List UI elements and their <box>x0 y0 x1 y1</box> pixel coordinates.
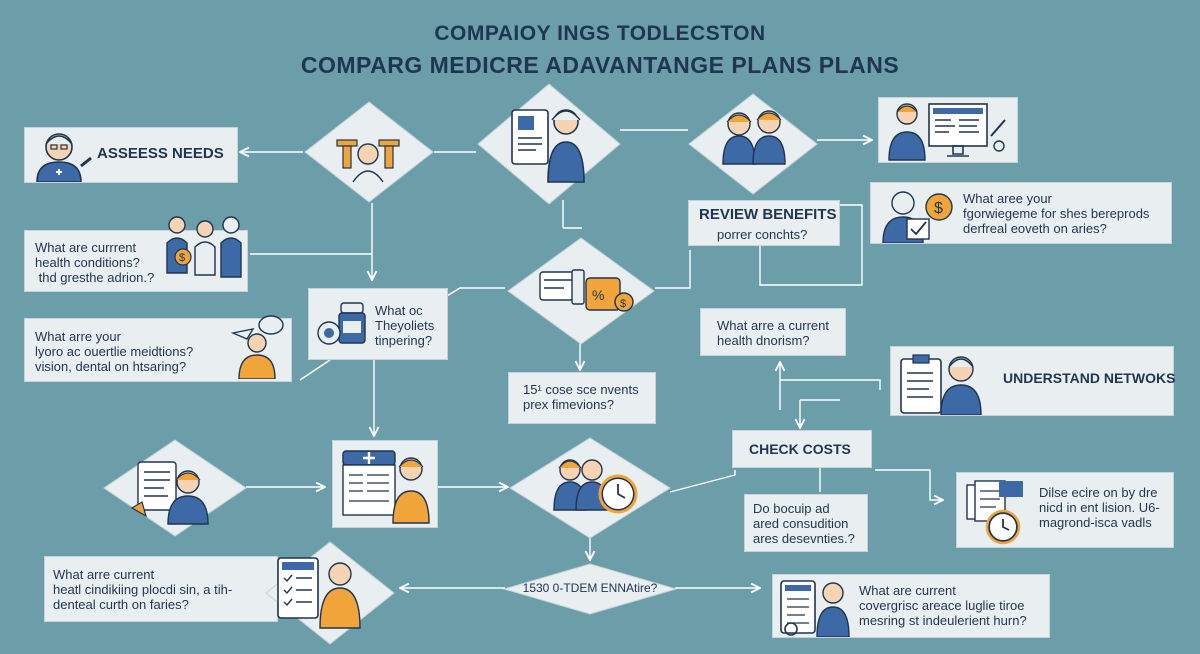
computer-box <box>878 97 1018 163</box>
assess-needs-label: ASSEESS NEEDS <box>97 145 224 162</box>
review-benefits-box: REVIEW BENEFITS porrer conchts? <box>688 200 840 246</box>
current-condition-text: What arre a current health dnorism? <box>717 318 829 348</box>
cost-events-text: 15¹ cose sce nvents prex fimevions? <box>523 382 639 412</box>
diamond-couple <box>687 92 819 196</box>
understand-networks-box: UNDERSTAND NETWOKS <box>890 346 1176 416</box>
what-oc-box: What oc Theyoliets tinpering? <box>308 288 448 360</box>
bottom-center-text: 1530 0-TDEM ENNAtire? <box>522 581 658 595</box>
health-conditions-box: What are currrent health conditions? thd… <box>24 216 248 292</box>
understand-networks-label: UNDERSTAND NETWOKS <box>1003 370 1176 386</box>
do-bocup-text: Do bocuip ad ared consudition ares desev… <box>753 501 855 546</box>
diamond-clock <box>508 436 672 540</box>
computer-icon <box>888 103 1006 161</box>
bottom-right-box: What are current covergrisc areace lugli… <box>772 574 1050 638</box>
what-your-text: What aree your fgorwiegeme for shes bere… <box>963 191 1150 236</box>
pills-icon <box>317 302 366 345</box>
current-condition-box: What arre a current health dnorism? <box>700 308 846 356</box>
diamond-pharmacy <box>303 100 435 204</box>
do-bocup-box: Do bocuip ad ared consudition ares desev… <box>744 494 868 552</box>
money-icon: $ <box>882 191 953 243</box>
clock-icon <box>966 480 1023 545</box>
what-your-box: $ What aree your fgorwiegeme for shes be… <box>870 182 1172 244</box>
check-costs-box: CHECK COSTS <box>732 430 872 468</box>
health-conditions-text: What are currrent health conditions? thd… <box>35 240 155 285</box>
diamond-patient-chart <box>102 438 248 538</box>
diamond-checklist <box>264 540 396 646</box>
disease-text: Dilse ecire on by dre nicd in ent lision… <box>1039 485 1160 530</box>
medications-text: What arre your lyoro ac ouertlie meidtio… <box>35 329 194 374</box>
medications-box: What arre your lyoro ac ouertlie meidtio… <box>24 315 292 382</box>
medical-chart-icon <box>342 450 430 524</box>
diamond-doctor-chart <box>476 82 622 206</box>
clipboard-icon <box>900 354 982 415</box>
bottom-left-box: What arre current heatl cindikiing plocd… <box>44 556 278 622</box>
page-subtitle: COMPARG MEDICRE ADAVANTANGE PLANS PLANS <box>300 52 900 78</box>
assess-needs-box: ASSEESS NEEDS <box>24 127 238 183</box>
review-benefits-sub: porrer conchts? <box>717 227 808 242</box>
diamond-bottom-center: 1530 0-TDEM ENNAtire? <box>502 562 678 616</box>
bottom-right-text: What are current covergrisc areace lugli… <box>859 583 1027 628</box>
review-benefits-title: REVIEW BENEFITS <box>699 206 837 223</box>
doctor-icon <box>36 133 92 182</box>
page-title: COMPAIOY INGS TODLECSTON <box>434 22 766 45</box>
svg-text:$: $ <box>620 298 626 310</box>
medical-chart-box <box>332 440 438 528</box>
svg-text:$: $ <box>934 200 943 217</box>
pharmacist-icon <box>336 139 400 183</box>
person-icon <box>230 315 284 379</box>
cost-events-box: 15¹ cose sce nvents prex fimevions? <box>508 372 656 424</box>
doctor-clipboard-icon <box>780 580 850 637</box>
what-oc-text: What oc Theyoliets tinpering? <box>375 303 435 348</box>
bottom-left-text: What arre current heatl cindikiing plocd… <box>53 567 233 612</box>
disease-box: Dilse ecire on by dre nicd in ent lision… <box>956 472 1174 548</box>
svg-text:$: $ <box>179 252 185 264</box>
diamond-costs-center: % $ <box>506 236 656 346</box>
svg-text:%: % <box>592 287 604 303</box>
family-icon: $ <box>166 216 242 278</box>
check-costs-label: CHECK COSTS <box>749 441 851 457</box>
